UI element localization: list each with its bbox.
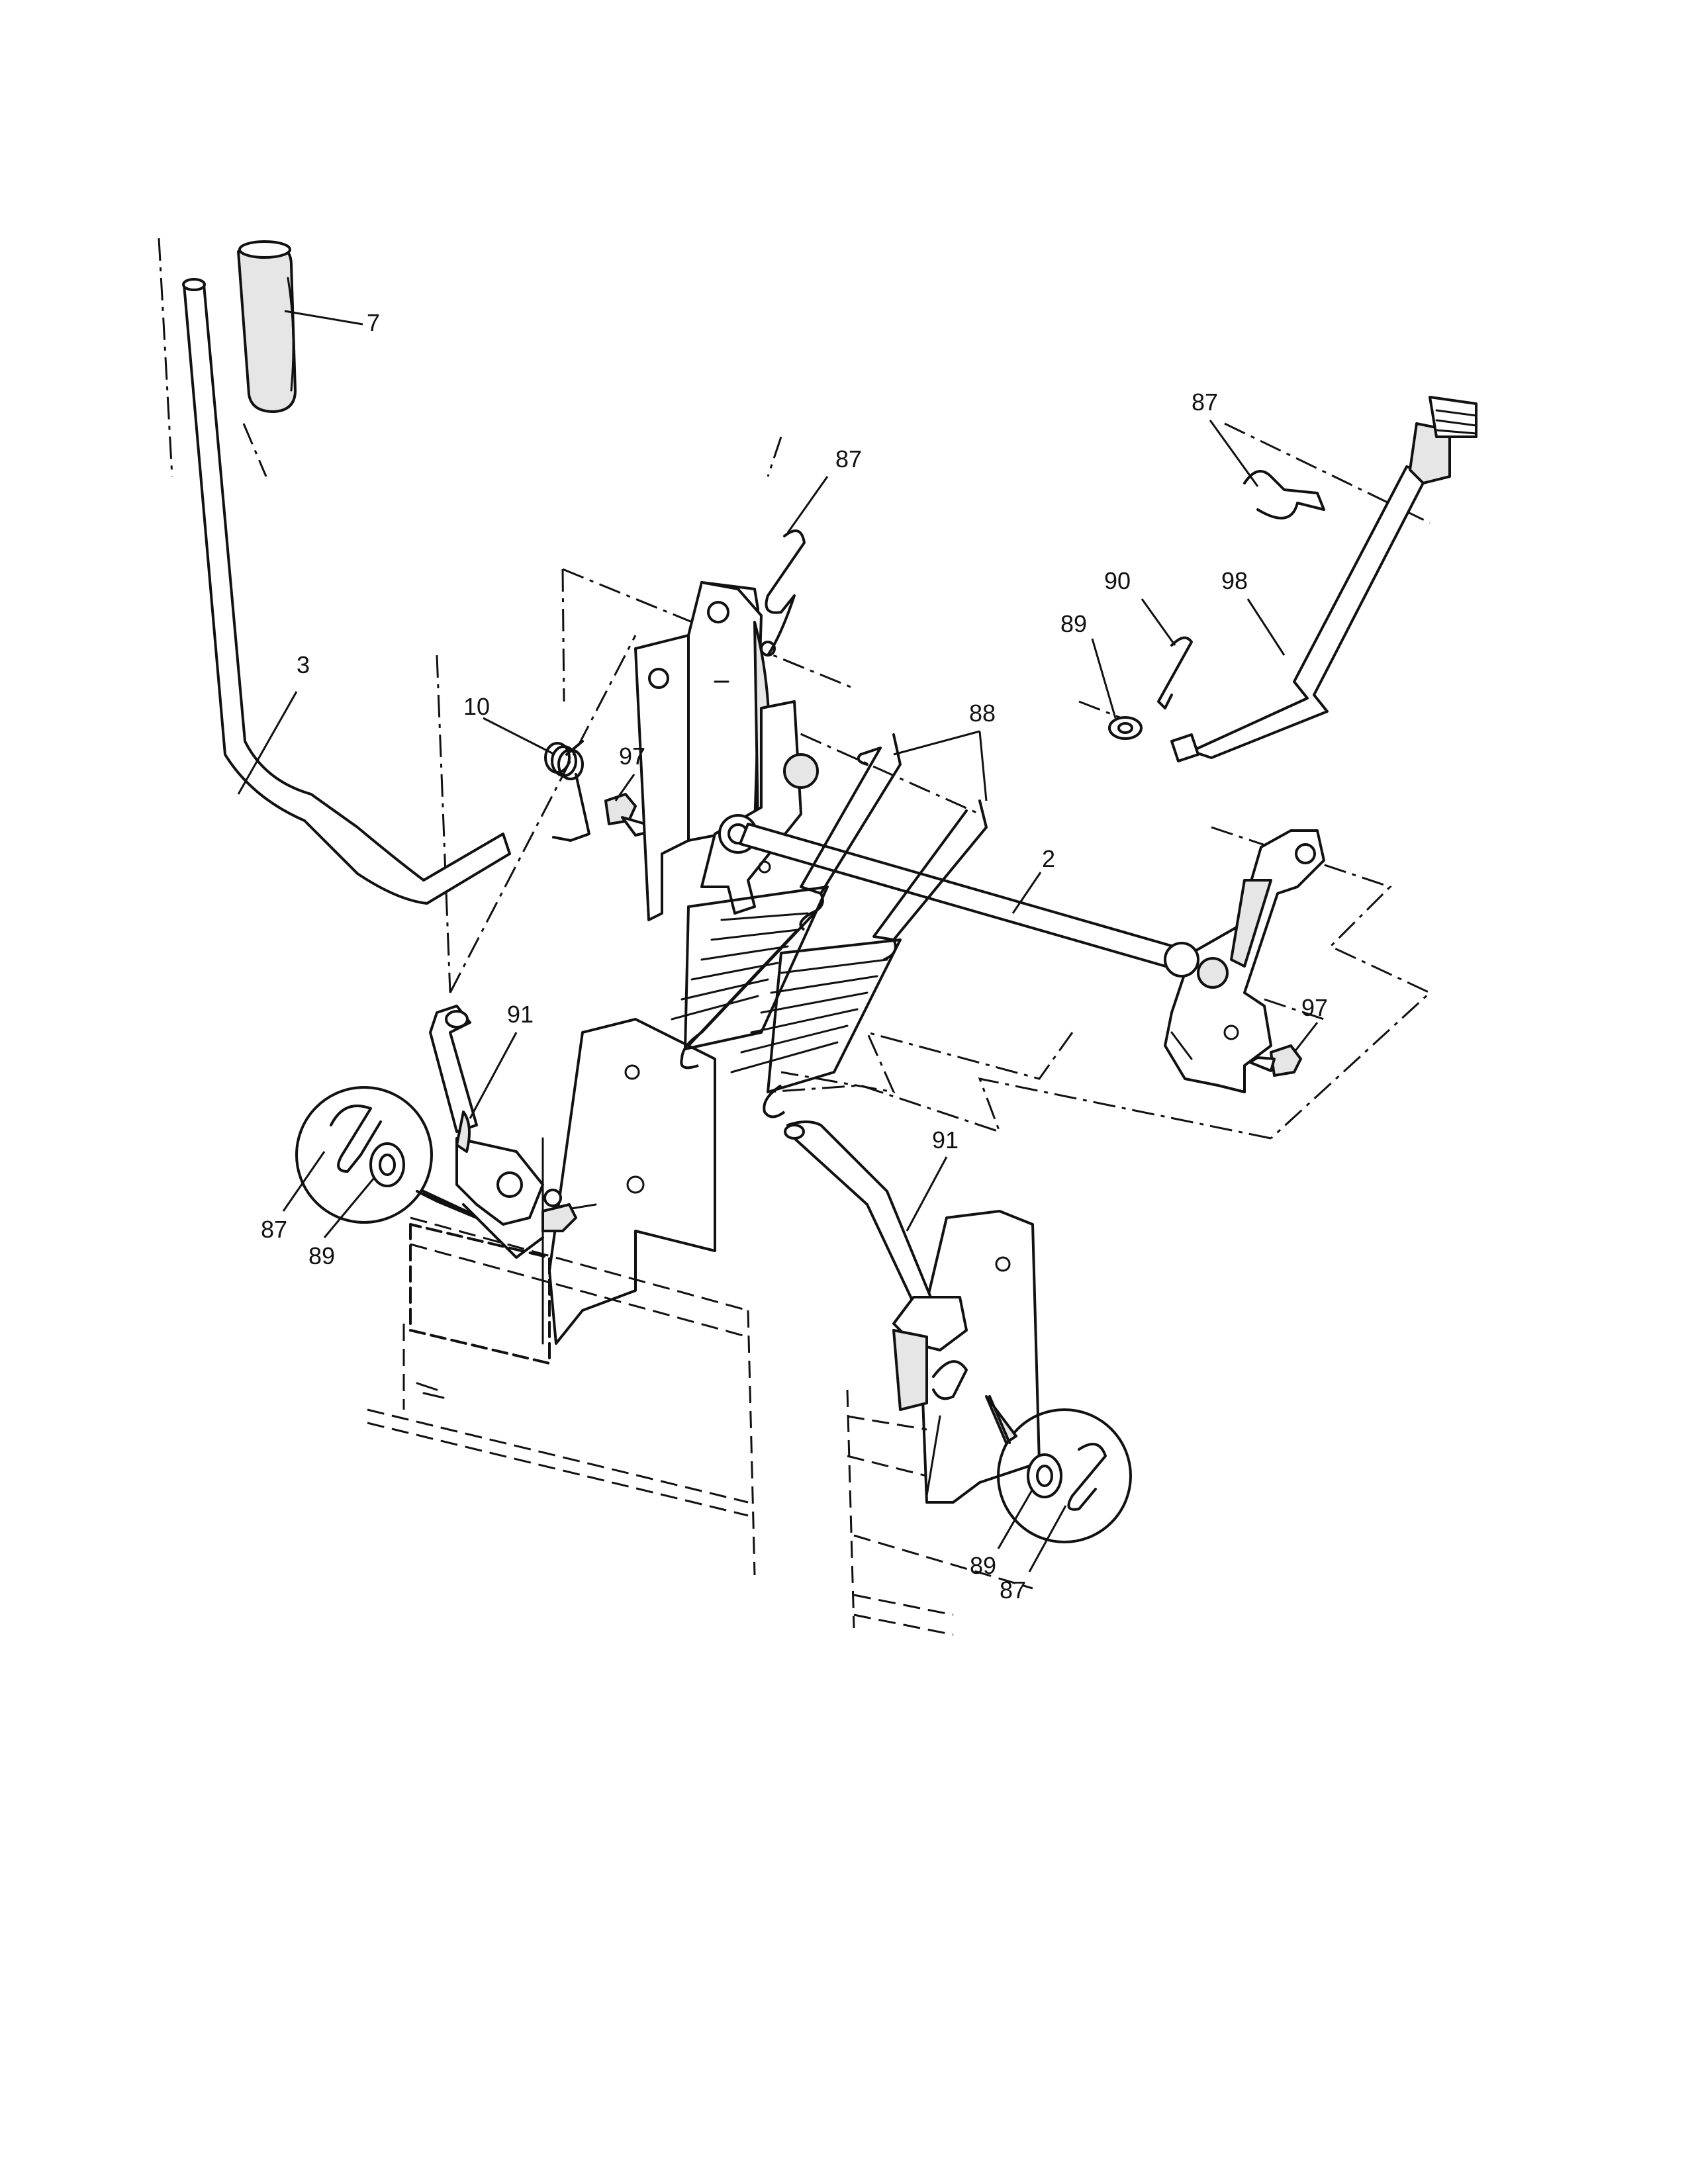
lift-shaft-part: [739, 823, 1186, 971]
callout-89-left-detail: 89: [308, 1242, 335, 1269]
right-frame-panel: [919, 1210, 1041, 1504]
callout-87-right-detail: 87: [1000, 1576, 1026, 1604]
hairpin-clip-upper: [765, 529, 806, 657]
callout-3: 3: [297, 651, 310, 678]
callout-87-right: 87: [1192, 388, 1218, 416]
lift-lever-part: [182, 278, 511, 905]
lift-link-right: [784, 1120, 968, 1411]
callout-88: 88: [969, 700, 996, 727]
callout-87-left-detail: 87: [261, 1216, 287, 1243]
callout-90: 90: [1104, 567, 1131, 594]
callout-10: 10: [463, 693, 490, 720]
spring-coil-right: [730, 938, 902, 1118]
right-lift-arm-part: [1164, 829, 1325, 1093]
callout-89-right: 89: [1060, 610, 1087, 637]
callout-91-right: 91: [932, 1126, 959, 1154]
callout-87-upper: 87: [835, 445, 862, 473]
cable-rod-part: [1108, 396, 1477, 762]
callout-2: 2: [1042, 845, 1055, 872]
callout-97-upper: 97: [619, 743, 645, 770]
spring-coil-left: [671, 886, 829, 1069]
handle-grip-part: [237, 240, 297, 413]
leader-lines: [237, 310, 1319, 1572]
bolt-part-lower: [1248, 1044, 1302, 1077]
callout-7: 7: [367, 309, 380, 336]
torsion-spring-part: [544, 740, 590, 842]
center-bracket-part: [634, 581, 776, 921]
callout-97-lower: 97: [1301, 994, 1328, 1021]
callout-labels: 7 3 10 97 87 88 2 97 87 90 98 89 91 87 8…: [261, 309, 1328, 1604]
callout-98: 98: [1221, 567, 1248, 594]
extension-springs-part: [671, 733, 988, 1118]
detail-circle-left: [295, 1086, 478, 1224]
callout-91-left: 91: [507, 1001, 534, 1028]
lift-link-left: [429, 1005, 577, 1259]
callout-89-right-detail: 89: [970, 1552, 996, 1579]
detail-circle-right: [985, 1395, 1132, 1543]
